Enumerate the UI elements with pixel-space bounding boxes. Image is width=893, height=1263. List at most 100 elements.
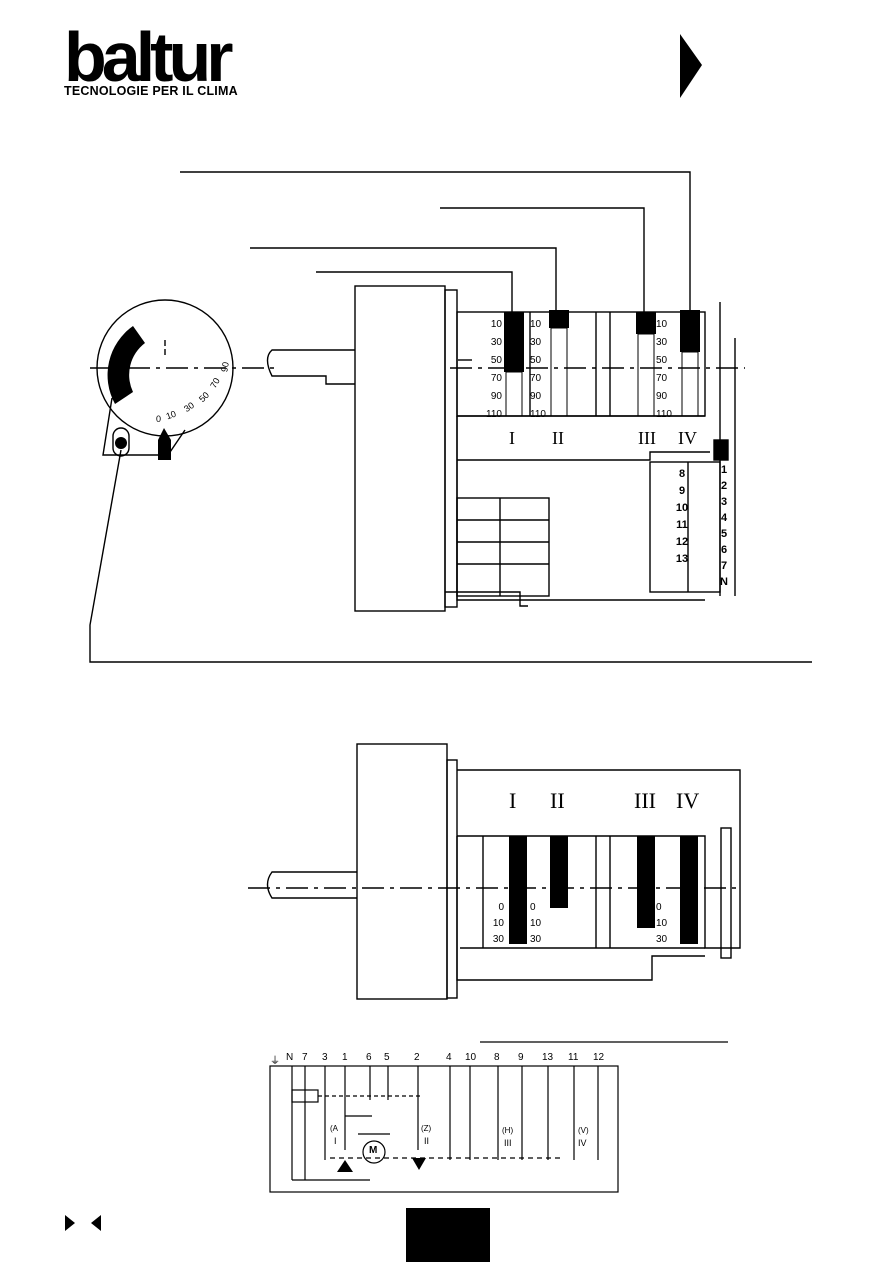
- dial-sector: [107, 326, 145, 404]
- leader-line-1: [180, 171, 691, 312]
- terminal-label: 5: [720, 528, 728, 540]
- wiring-terminal: 2: [414, 1052, 420, 1063]
- upper-scale-tick: 30: [656, 337, 668, 348]
- lower-scale-tick: 10: [492, 918, 504, 929]
- upper-scale-tick: 10: [656, 319, 668, 330]
- wiring-terminal: 1: [342, 1052, 348, 1063]
- upper-scale-tick: 10: [530, 319, 542, 330]
- motor-label: M: [369, 1145, 378, 1156]
- terminal-label: 8: [678, 468, 686, 480]
- upper-scale-tick: 90: [656, 391, 668, 402]
- triangle-left-icon[interactable]: [90, 1214, 102, 1232]
- upper-scale-col3: 10 30 50 70 90 110: [656, 316, 678, 424]
- switch-z-roman: II: [424, 1136, 430, 1146]
- terminal-label: N: [720, 576, 728, 588]
- dial-tick-0: 0: [156, 414, 162, 424]
- brand-tagline: TECNOLOGIE PER IL CLIMA: [64, 84, 238, 98]
- cam-3-slab: [636, 312, 656, 334]
- terminal-label: 11: [676, 519, 688, 531]
- cam-1-lower-slab: [509, 836, 527, 944]
- cam-4-lower-label: IV: [676, 788, 700, 813]
- switch-h-letter: (H): [502, 1126, 514, 1135]
- upper-scale-col1: 10 30 50 70 90 110: [484, 316, 502, 424]
- wiring-terminal: 13: [542, 1052, 554, 1063]
- dial-slot: [112, 427, 130, 457]
- switch-a-letter: (A: [330, 1124, 338, 1133]
- terminal-label: 1: [720, 464, 728, 476]
- terminal-label: 9: [678, 485, 686, 497]
- switch-a-roman: I: [334, 1136, 337, 1146]
- wiring-terminal: 7: [302, 1052, 308, 1063]
- cam-1-slab: [504, 312, 524, 372]
- terminal-label: 4: [720, 512, 728, 524]
- cam-2-label: II: [552, 428, 564, 448]
- switch-v-roman: IV: [578, 1138, 587, 1148]
- upper-scale-tick: 50: [490, 355, 502, 366]
- cam-3-lower-label: III: [634, 788, 656, 813]
- cam-4-label: IV: [678, 428, 697, 448]
- upper-shaft: [266, 349, 355, 385]
- leader-line-2: [440, 207, 645, 312]
- upper-scale-tick: 110: [656, 409, 672, 420]
- wiring-terminal: N: [286, 1052, 294, 1063]
- leader-line-4: [316, 271, 513, 312]
- terminal-label: 13: [675, 553, 689, 565]
- upper-scale-tick: 70: [656, 373, 668, 384]
- upper-scale-col2: 10 30 50 70 90 110: [530, 316, 548, 424]
- terminal-label: 3: [720, 496, 728, 508]
- lower-scale-tick: 0: [498, 902, 504, 913]
- terminal-label: 2: [720, 480, 728, 492]
- triangle-right-icon[interactable]: [64, 1214, 76, 1232]
- upper-scale-tick: 110: [486, 409, 502, 420]
- lower-shaft: [266, 871, 357, 899]
- cam-4-slab: [680, 310, 700, 352]
- lower-housing-front: [356, 743, 448, 1000]
- switch-v-letter: (V): [578, 1126, 589, 1135]
- wiring-terminal: 8: [494, 1052, 500, 1063]
- switch-h-roman: III: [504, 1138, 512, 1148]
- ground-icon: ⏚: [270, 1056, 280, 1067]
- lower-scale-col3: 0 10 30: [656, 900, 678, 948]
- terminal-label: 10: [675, 502, 689, 514]
- lower-scale-col2: 0 10 30: [530, 900, 548, 948]
- upper-scale-tick: 50: [656, 355, 668, 366]
- wiring-box: [269, 1065, 619, 1193]
- cam-2-slab: [549, 310, 569, 328]
- lower-scale-col1: 0 10 30: [486, 900, 504, 948]
- wiring-terminal: 6: [366, 1052, 372, 1063]
- cam-1-label: I: [509, 428, 515, 448]
- brand-logo: baltur: [64, 18, 233, 96]
- upper-scale-tick: 50: [530, 355, 542, 366]
- lower-scale-tick: 10: [656, 918, 668, 929]
- upper-scale-tick: 70: [530, 373, 542, 384]
- wiring-terminal: 10: [465, 1052, 477, 1063]
- cam-3-label: III: [638, 428, 656, 448]
- cam-4-lower-slab: [680, 836, 698, 944]
- dial-bracket: [102, 397, 186, 456]
- upper-scale-tick: 70: [490, 373, 502, 384]
- upper-scale-tick: 30: [530, 337, 542, 348]
- lower-scale-tick: 0: [530, 902, 536, 913]
- terminal-strip-right: 1 2 3 4 5 6 7 N: [716, 462, 732, 590]
- lower-scale-tick: 10: [530, 918, 542, 929]
- terminal-label: 6: [720, 544, 728, 556]
- upper-scale-tick: 30: [490, 337, 502, 348]
- upper-scale-tick: 90: [490, 391, 502, 402]
- dial-tick-90: 90: [219, 361, 231, 373]
- lower-scale-tick: 30: [530, 934, 542, 945]
- switch-z-letter: (Z): [421, 1124, 432, 1133]
- terminal-label: 12: [675, 536, 689, 548]
- leader-line-3: [250, 247, 557, 312]
- wiring-terminal: 4: [446, 1052, 452, 1063]
- dial-leader: [89, 449, 812, 663]
- upper-scale-tick: 90: [530, 391, 542, 402]
- page-number-box: [406, 1208, 490, 1262]
- lower-scale-tick: 0: [656, 902, 662, 913]
- wiring-terminal: 12: [593, 1052, 605, 1063]
- dial-pointer-icon: [158, 428, 171, 460]
- lower-scale-tick: 30: [492, 934, 504, 945]
- next-page-arrow-icon[interactable]: [676, 32, 706, 100]
- wiring-terminal: 3: [322, 1052, 328, 1063]
- cam-2-lower-label: II: [550, 788, 565, 813]
- wiring-terminal: 9: [518, 1052, 524, 1063]
